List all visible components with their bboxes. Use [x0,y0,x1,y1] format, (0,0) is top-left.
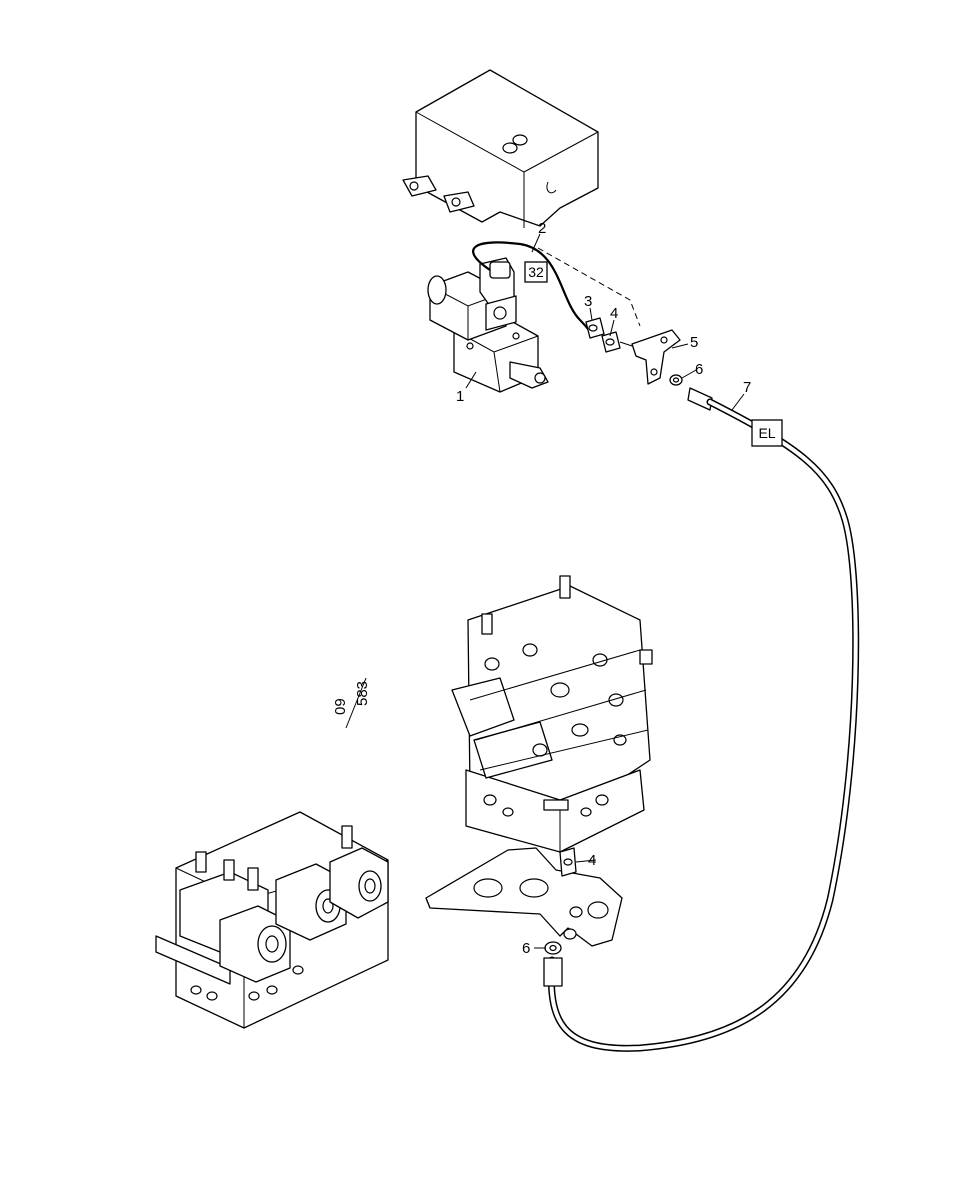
callout-5: 5 [690,334,698,351]
page-reference: 09 583 [332,677,371,729]
bracket-5 [631,329,681,385]
ground-dashed-line [537,247,641,327]
callout-2: 2 [538,220,546,237]
ref-box-32-label: 32 [528,264,544,280]
page-ref-right: 583 [354,681,371,706]
control-box [402,69,599,228]
callout-1: 1 [456,388,464,405]
ref-box-el: EL [751,419,783,447]
callout-6: 6 [695,361,703,378]
mounting-plate [425,847,623,947]
nut-6 [669,374,683,386]
hose-7 [543,387,860,1052]
callout-4: 4 [610,305,618,322]
solenoid-block [155,811,389,1029]
fitting-4-lower [559,847,577,877]
callout-4-lower: 4 [588,852,596,869]
callout-6-lower: 6 [522,940,530,957]
main-control-valve [451,575,653,853]
page-ref-left: 09 [332,698,349,715]
ref-box-el-label: EL [758,425,775,441]
callout-3: 3 [584,293,592,310]
fitting-4 [601,331,633,353]
ref-box-32: 32 [524,261,548,283]
fitting-3 [585,317,605,339]
nut-6-lower [544,941,562,955]
callout-7: 7 [743,379,751,396]
